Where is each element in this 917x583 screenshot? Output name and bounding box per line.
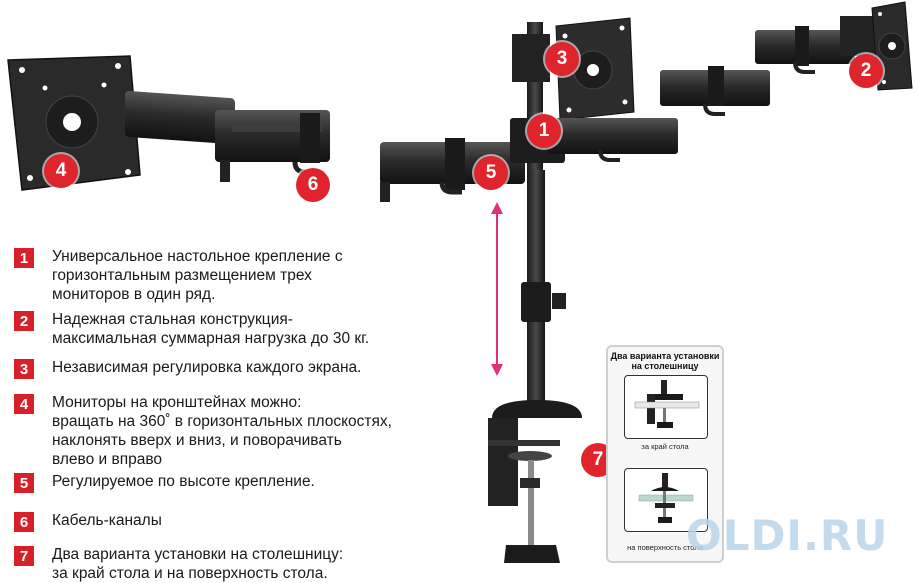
feature-text: Мониторы на кронштейнах можно: вращать н… xyxy=(52,394,392,468)
desk-clamp xyxy=(488,400,582,563)
feature-number: 7 xyxy=(14,546,34,566)
feature-number: 4 xyxy=(14,394,34,414)
left-vesa-plate xyxy=(7,55,141,191)
feature-number: 5 xyxy=(14,473,34,493)
callout-5: 5 xyxy=(474,156,508,190)
feature-text: Универсальное настольное крепление с гор… xyxy=(52,248,343,303)
feature-item-6: 6 Кабель-каналы xyxy=(14,511,162,532)
feature-text: Кабель-каналы xyxy=(52,512,162,529)
right-arm xyxy=(548,16,876,162)
installation-options-panel: Два варианта установки на столешницу за … xyxy=(606,345,724,563)
feature-item-2: 2 Надежная стальная конструкция- максима… xyxy=(14,310,369,348)
height-arrow xyxy=(491,202,503,376)
caption-edge: за край стола xyxy=(641,442,689,451)
center-pole xyxy=(510,22,566,410)
feature-number: 3 xyxy=(14,359,34,379)
center-vesa-plate xyxy=(555,17,635,121)
feature-number: 2 xyxy=(14,311,34,331)
feature-item-5: 5 Регулируемое по высоте крепление. xyxy=(14,472,315,493)
callout-1: 1 xyxy=(527,114,561,148)
caption-surface: на поверхность стола xyxy=(627,543,703,552)
feature-number: 6 xyxy=(14,512,34,532)
callout-4: 4 xyxy=(44,154,78,188)
callout-6: 6 xyxy=(296,168,330,202)
clamp-edge-illustration xyxy=(624,375,708,439)
inset-title: Два варианта установки на столешницу xyxy=(610,351,720,371)
feature-item-3: 3 Независимая регулировка каждого экрана… xyxy=(14,358,361,379)
grommet-surface-illustration xyxy=(624,468,708,532)
feature-number: 1 xyxy=(14,248,34,268)
callout-2: 2 xyxy=(849,54,883,88)
feature-text: Независимая регулировка каждого экрана. xyxy=(52,359,362,376)
feature-text: Два варианта установки на столешницу: за… xyxy=(52,546,344,582)
callout-3: 3 xyxy=(545,42,579,76)
feature-item-7: 7 Два варианта установки на столешницу: … xyxy=(14,545,343,583)
feature-text: Надежная стальная конструкция- максималь… xyxy=(52,311,370,347)
feature-item-4: 4 Мониторы на кронштейнах можно: вращать… xyxy=(14,393,392,469)
feature-text: Регулируемое по высоте крепление. xyxy=(52,473,315,490)
feature-item-1: 1 Универсальное настольное крепление с г… xyxy=(14,247,343,304)
watermark: OLDI.RU xyxy=(686,511,889,560)
